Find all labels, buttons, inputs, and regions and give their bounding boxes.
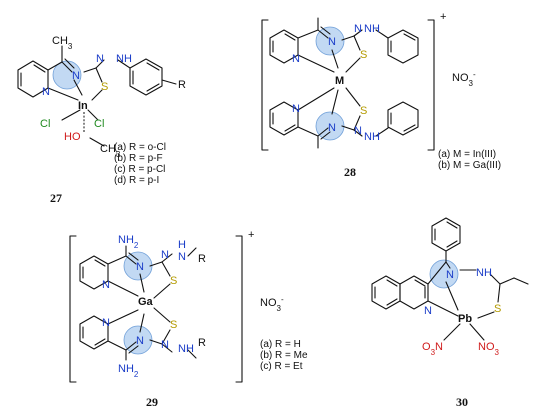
amine-label-28-bottom: NH xyxy=(364,131,380,143)
metal-label-28: M xyxy=(335,75,344,87)
hydrazine-n-label-29-bottom: N xyxy=(161,339,169,351)
pyridine-n-label-29-top: N xyxy=(102,279,110,291)
pyridine-n-label-28-bottom: N xyxy=(292,103,300,115)
cl-right-label-27: Cl xyxy=(94,118,104,130)
option-27-3: (d) R = p-I xyxy=(114,175,159,186)
sulfur-label-30: S xyxy=(494,303,501,315)
methyl-label-27: CH3 xyxy=(52,35,73,51)
charge-label-28: + xyxy=(440,11,446,23)
compound-30 xyxy=(371,217,529,341)
h-label-29-top: H xyxy=(178,239,186,251)
r-label-29-top: R xyxy=(198,253,206,265)
hydrazine-n-label-29-top: N xyxy=(161,249,169,261)
option-28-1: (b) M = Ga(III) xyxy=(438,160,501,171)
cl-left-label-27: Cl xyxy=(40,118,50,130)
r-label-29-bottom: R xyxy=(198,337,206,349)
compound-29 xyxy=(69,235,243,383)
methanol-label-27: HO xyxy=(64,131,81,143)
option-29-0: (a) R = H xyxy=(260,339,301,350)
isoquinoline-n-label-30: N xyxy=(424,305,432,317)
compound-number-30: 30 xyxy=(456,395,468,409)
coordination-highlight-30 xyxy=(429,259,459,289)
compound-28 xyxy=(261,17,435,151)
nitrate-left-label-30: O3N xyxy=(422,341,443,357)
hydrazine-n-label-27: N xyxy=(96,53,104,65)
imine-n-label-29-top: N xyxy=(136,261,144,273)
compound-27 xyxy=(17,45,177,147)
amine-n-label-30: N xyxy=(476,267,484,279)
substituent-label-27: R xyxy=(178,79,186,91)
charge-label-29: + xyxy=(248,229,254,241)
isoquinoline-ring-a-30 xyxy=(371,275,401,310)
option-27-1: (b) R = p-F xyxy=(114,153,163,164)
bracket-right-28 xyxy=(427,19,435,151)
bracket-left-29 xyxy=(69,235,77,383)
pyridine-n-label-27: N xyxy=(42,86,50,98)
bracket-right-29 xyxy=(235,235,243,383)
sulfur-label-29-top: S xyxy=(170,275,177,287)
option-29-1: (b) R = Me xyxy=(260,350,308,361)
phenyl-ring-28-bottom xyxy=(387,101,419,136)
counterion-label-29: NO3- xyxy=(260,295,284,313)
sulfur-label-28-top: S xyxy=(360,49,367,61)
bracket-left-28 xyxy=(261,19,269,151)
sulfur-label-29-bottom: S xyxy=(170,319,177,331)
amine-label-28-top: NH xyxy=(364,23,380,35)
amino-label-29-bottom: NH2 xyxy=(118,363,139,379)
nh-n-label-29-top: N xyxy=(178,251,186,263)
metal-label-29: Ga xyxy=(138,296,154,308)
option-28-0: (a) M = In(III) xyxy=(438,149,496,160)
sulfur-label-27: S xyxy=(101,81,108,93)
imine-n-label-28-bottom: N xyxy=(328,122,336,134)
imine-n-label-29-bottom: N xyxy=(136,335,144,347)
h-label-30: H xyxy=(484,267,492,279)
pyridine-n-label-28-top: N xyxy=(292,53,300,65)
phenyl-ring-30 xyxy=(431,217,461,252)
methanol-ch3-label-27: CH3 xyxy=(100,143,121,159)
option-29-2: (c) R = Et xyxy=(260,361,303,372)
imine-n-label-30: N xyxy=(446,269,454,281)
compound-number-29: 29 xyxy=(146,395,158,409)
coordination-highlight-29-top xyxy=(123,251,153,281)
metal-label-30: Pb xyxy=(458,313,472,325)
hydrazine-n-label-28-bottom: N xyxy=(354,125,362,137)
option-27-0: (a) R = o-Cl xyxy=(114,142,166,153)
amino-label-29-top: NH2 xyxy=(118,234,139,250)
hydrazine-n-label-28-top: N xyxy=(354,23,362,35)
sulfur-label-28-bottom: S xyxy=(360,105,367,117)
phenyl-ring-27 xyxy=(129,58,163,96)
metal-label-27: In xyxy=(78,100,88,112)
option-27-2: (c) R = p-Cl xyxy=(114,164,165,175)
phenyl-ring-28-top xyxy=(387,29,419,64)
imine-n-label-27: N xyxy=(72,70,80,82)
h-label-29-bottom: H xyxy=(186,343,194,355)
nh-n-label-29-bottom: N xyxy=(178,343,186,355)
compound-number-27: 27 xyxy=(50,191,62,205)
imine-n-label-28-top: N xyxy=(328,36,336,48)
coordination-highlight-29-bottom xyxy=(123,325,153,355)
pyridine-n-label-29-bottom: N xyxy=(102,317,110,329)
compound-number-28: 28 xyxy=(344,165,356,179)
nitrate-right-label-30: NO3 xyxy=(478,341,500,357)
amine-label-27: NH xyxy=(116,53,132,65)
coordination-highlight-28-bottom xyxy=(315,111,345,141)
counterion-label-28: NO3- xyxy=(452,70,476,88)
